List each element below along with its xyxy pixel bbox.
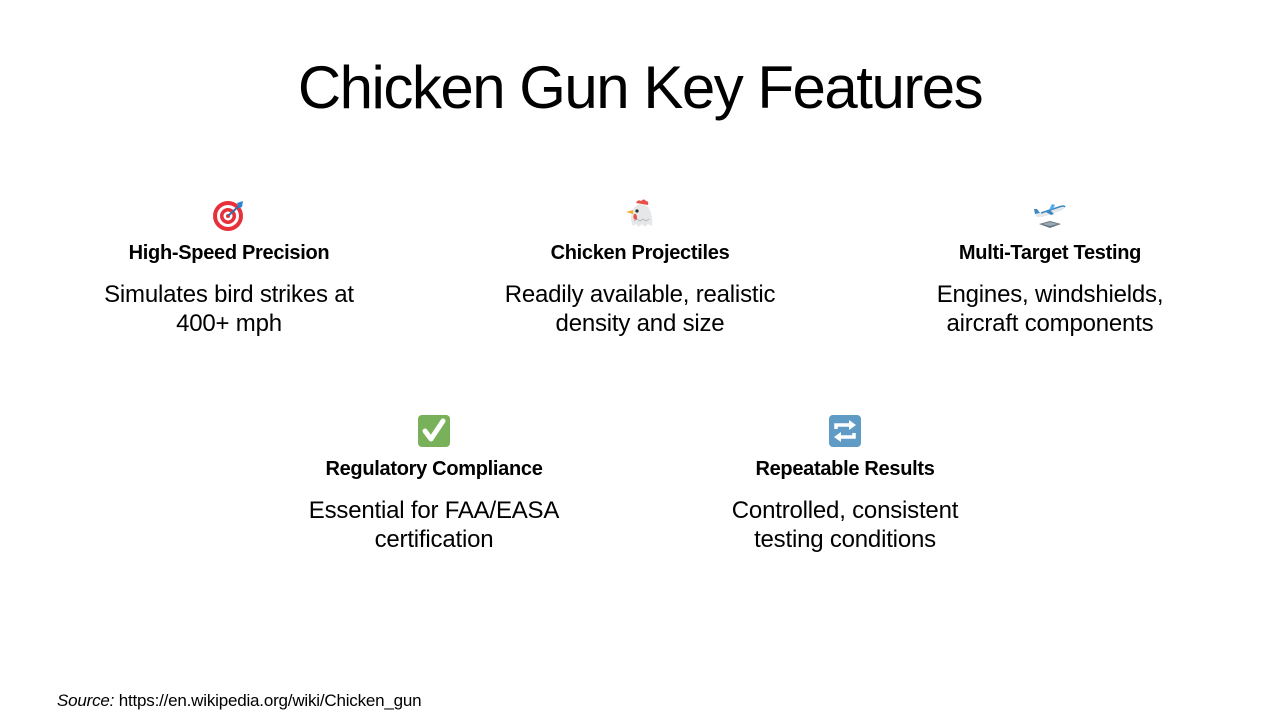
description-line-2: certification: [374, 526, 494, 553]
chicken-icon: [470, 197, 810, 233]
feature-title: Chicken Projectiles: [550, 242, 730, 264]
feature-description: Engines, windshields, aircraft component…: [880, 280, 1220, 338]
description-line-2: density and size: [555, 310, 725, 337]
slide-title: Chicken Gun Key Features: [297, 54, 984, 121]
description-line-1: Engines, windshields,: [936, 281, 1164, 308]
target-dart-icon: [59, 197, 399, 233]
feature-description: Controlled, consistent testing condition…: [675, 496, 1015, 554]
source-citation: Source: https://en.wikipedia.org/wiki/Ch…: [57, 690, 422, 712]
feature-high-speed-precision: High-Speed Precision Simulates bird stri…: [59, 197, 399, 338]
description-line-1: Controlled, consistent: [731, 497, 959, 524]
feature-repeatable-results: Repeatable Results Controlled, consisten…: [675, 413, 1015, 554]
feature-description: Essential for FAA/EASA certification: [264, 496, 604, 554]
repeat-arrows-icon: [675, 413, 1015, 449]
description-line-2: testing conditions: [754, 526, 936, 553]
description-line-1: Simulates bird strikes at: [104, 281, 354, 308]
source-url: https://en.wikipedia.org/wiki/Chicken_gu…: [118, 691, 422, 710]
description-line-1: Readily available, realistic: [504, 281, 776, 308]
feature-chicken-projectiles: Chicken Projectiles Readily available, r…: [470, 197, 810, 338]
description-line-2: 400+ mph: [176, 310, 282, 337]
feature-description: Readily available, realistic density and…: [470, 280, 810, 338]
feature-description: Simulates bird strikes at 400+ mph: [59, 280, 399, 338]
source-label: Source:: [57, 691, 115, 710]
feature-title: High-Speed Precision: [128, 242, 330, 264]
description-line-2: aircraft components: [946, 310, 1154, 337]
description-line-1: Essential for FAA/EASA: [308, 497, 560, 524]
airplane-departure-icon: [880, 197, 1220, 233]
check-mark-button-icon: [264, 413, 604, 449]
feature-title: Regulatory Compliance: [325, 458, 543, 480]
feature-multi-target-testing: Multi-Target Testing Engines, windshield…: [880, 197, 1220, 338]
feature-title: Repeatable Results: [755, 458, 935, 480]
feature-title: Multi-Target Testing: [958, 242, 1142, 264]
feature-regulatory-compliance: Regulatory Compliance Essential for FAA/…: [264, 413, 604, 554]
